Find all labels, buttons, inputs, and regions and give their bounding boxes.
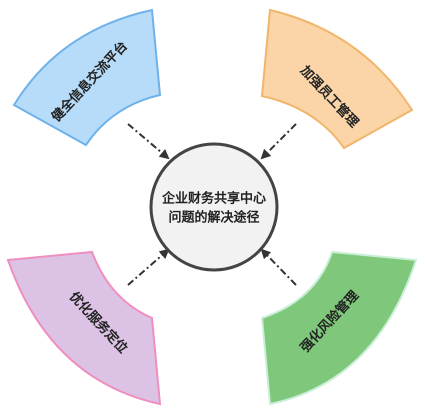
arrow-bottom-right [260,248,297,286]
arrow-top-right [260,123,297,160]
segment-top-right: 加强员工管理 [260,8,414,150]
arrow-bottom-left [127,248,170,286]
arrow-top-left [127,123,170,160]
segment-bottom-right: 强化风险管理 [260,250,418,406]
center-label-line-2: 问题的解决途径 [168,210,259,226]
segment-bottom-left-shape [6,250,162,406]
center-circle [149,142,279,272]
segment-top-left: 健全信息交流平台 [12,8,162,147]
segment-bottom-left: 优化服务定位 [6,250,162,406]
segment-top-right-shape [260,8,414,150]
segment-bottom-right-shape [260,250,418,406]
segment-top-left-shape [12,8,162,147]
center-label-line-1: 企业财务共享中心 [161,191,266,207]
center-node: 企业财务共享中心 问题的解决途径 [149,142,279,272]
